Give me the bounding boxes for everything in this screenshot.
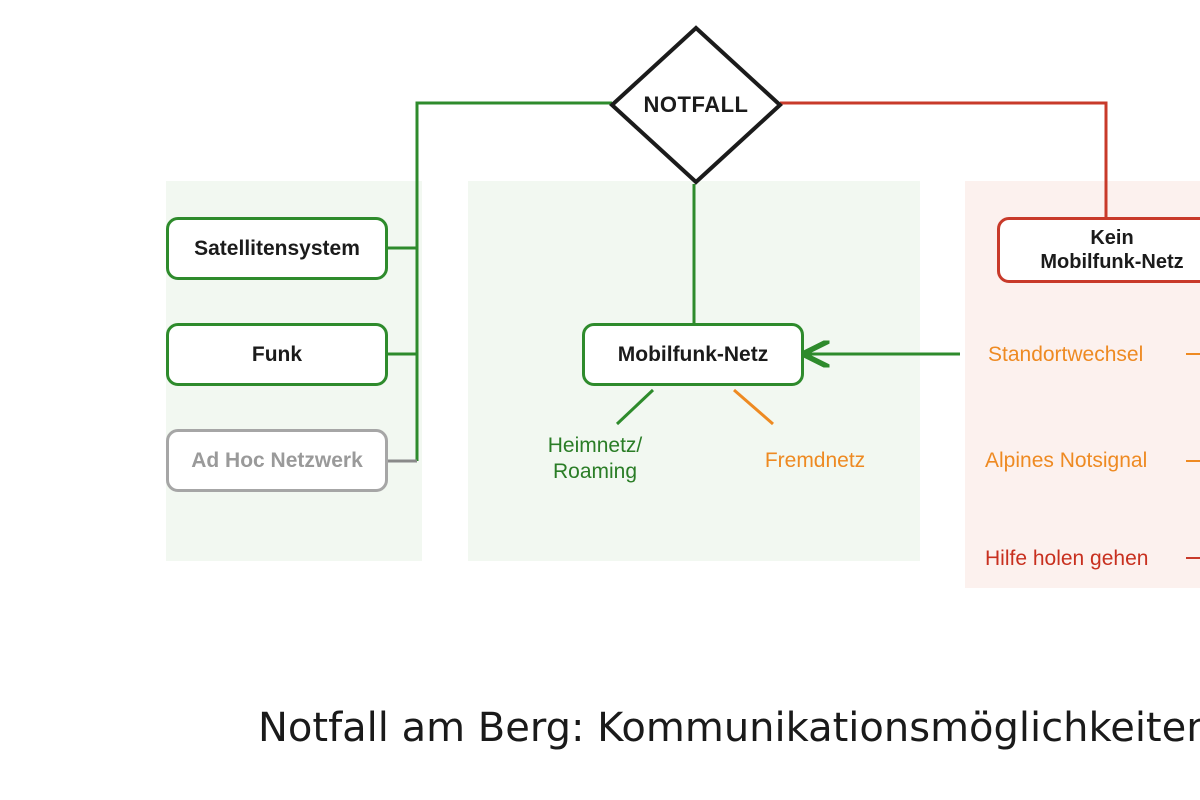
root-decision-node: NOTFALL <box>612 26 780 184</box>
branch-fremdnetz: Fremdnetz <box>764 449 866 472</box>
node-kein-mobilfunk-netz-label: Kein Mobilfunk-Netz <box>1040 227 1184 273</box>
diamond-shape <box>609 25 783 185</box>
root-label: NOTFALL <box>643 92 749 117</box>
node-mobilfunk-netz-label: Mobilfunk-Netz <box>617 342 769 366</box>
node-funk-label: Funk <box>251 342 303 366</box>
connector-fremdnetz <box>733 388 774 426</box>
connector-root-left <box>415 101 612 461</box>
option-alpines-notsignal: Alpines Notsignal <box>985 449 1148 472</box>
node-satellitensystem: Satellitensystem <box>166 217 388 280</box>
connector-root-right <box>780 101 1108 217</box>
node-satellitensystem-label: Satellitensystem <box>194 236 360 260</box>
node-funk: Funk <box>166 323 388 386</box>
slide-caption: Notfall am Berg: Kommunikationsmöglichke… <box>258 705 1200 751</box>
option-hilfe-holen-gehen: Hilfe holen gehen <box>985 547 1149 570</box>
node-kein-mobilfunk-netz: Kein Mobilfunk-Netz <box>997 217 1200 283</box>
node-ad-hoc-netzwerk: Ad Hoc Netzwerk <box>166 429 388 492</box>
option-standortwechsel: Standortwechsel <box>988 343 1144 366</box>
connector-heimnetz <box>615 388 655 426</box>
branch-heimnetz-roaming: Heimnetz/ Roaming <box>547 434 643 484</box>
node-mobilfunk-netz: Mobilfunk-Netz <box>582 323 804 386</box>
node-ad-hoc-netzwerk-label: Ad Hoc Netzwerk <box>191 448 363 472</box>
